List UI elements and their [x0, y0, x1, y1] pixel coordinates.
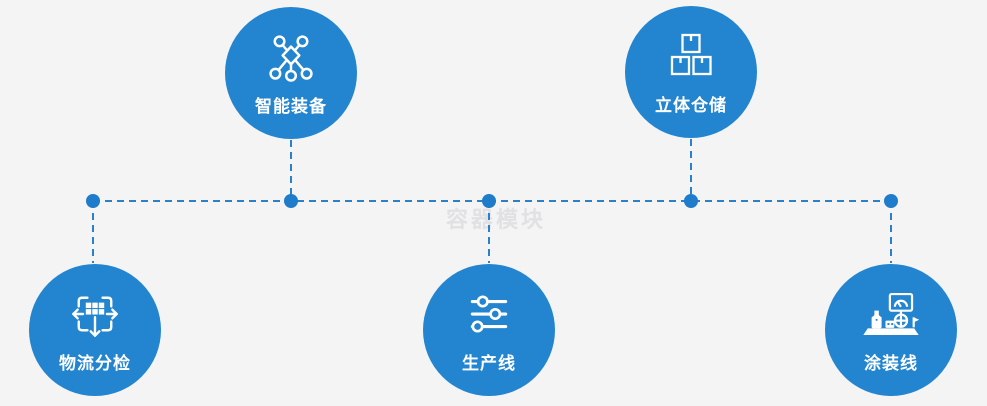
- sliders-icon: [464, 288, 514, 340]
- node-label: 智能装备: [255, 97, 327, 116]
- node-label: 涂装线: [864, 354, 918, 373]
- node-logistics-sorting[interactable]: 物流分检: [29, 264, 161, 396]
- junction-dot: [86, 194, 100, 208]
- sort-distribute-icon: [69, 288, 121, 340]
- node-production-line[interactable]: 生产线: [423, 264, 555, 396]
- node-warehouse[interactable]: 立体仓储: [625, 6, 757, 138]
- node-painting-line[interactable]: 涂装线: [825, 264, 957, 396]
- junction-dot: [482, 194, 496, 208]
- node-label: 生产线: [462, 354, 516, 373]
- paint-machine-icon: [860, 288, 922, 340]
- junction-dot: [284, 194, 298, 208]
- network-nodes-icon: [266, 31, 316, 83]
- junction-dot: [884, 194, 898, 208]
- node-label: 立体仓储: [655, 96, 727, 115]
- watermark: 容器模块: [446, 207, 547, 232]
- junction-dot: [684, 194, 698, 208]
- node-smart-equipment[interactable]: 智能装备: [225, 7, 357, 139]
- stacked-boxes-icon: [667, 30, 715, 82]
- node-label: 物流分检: [59, 354, 131, 373]
